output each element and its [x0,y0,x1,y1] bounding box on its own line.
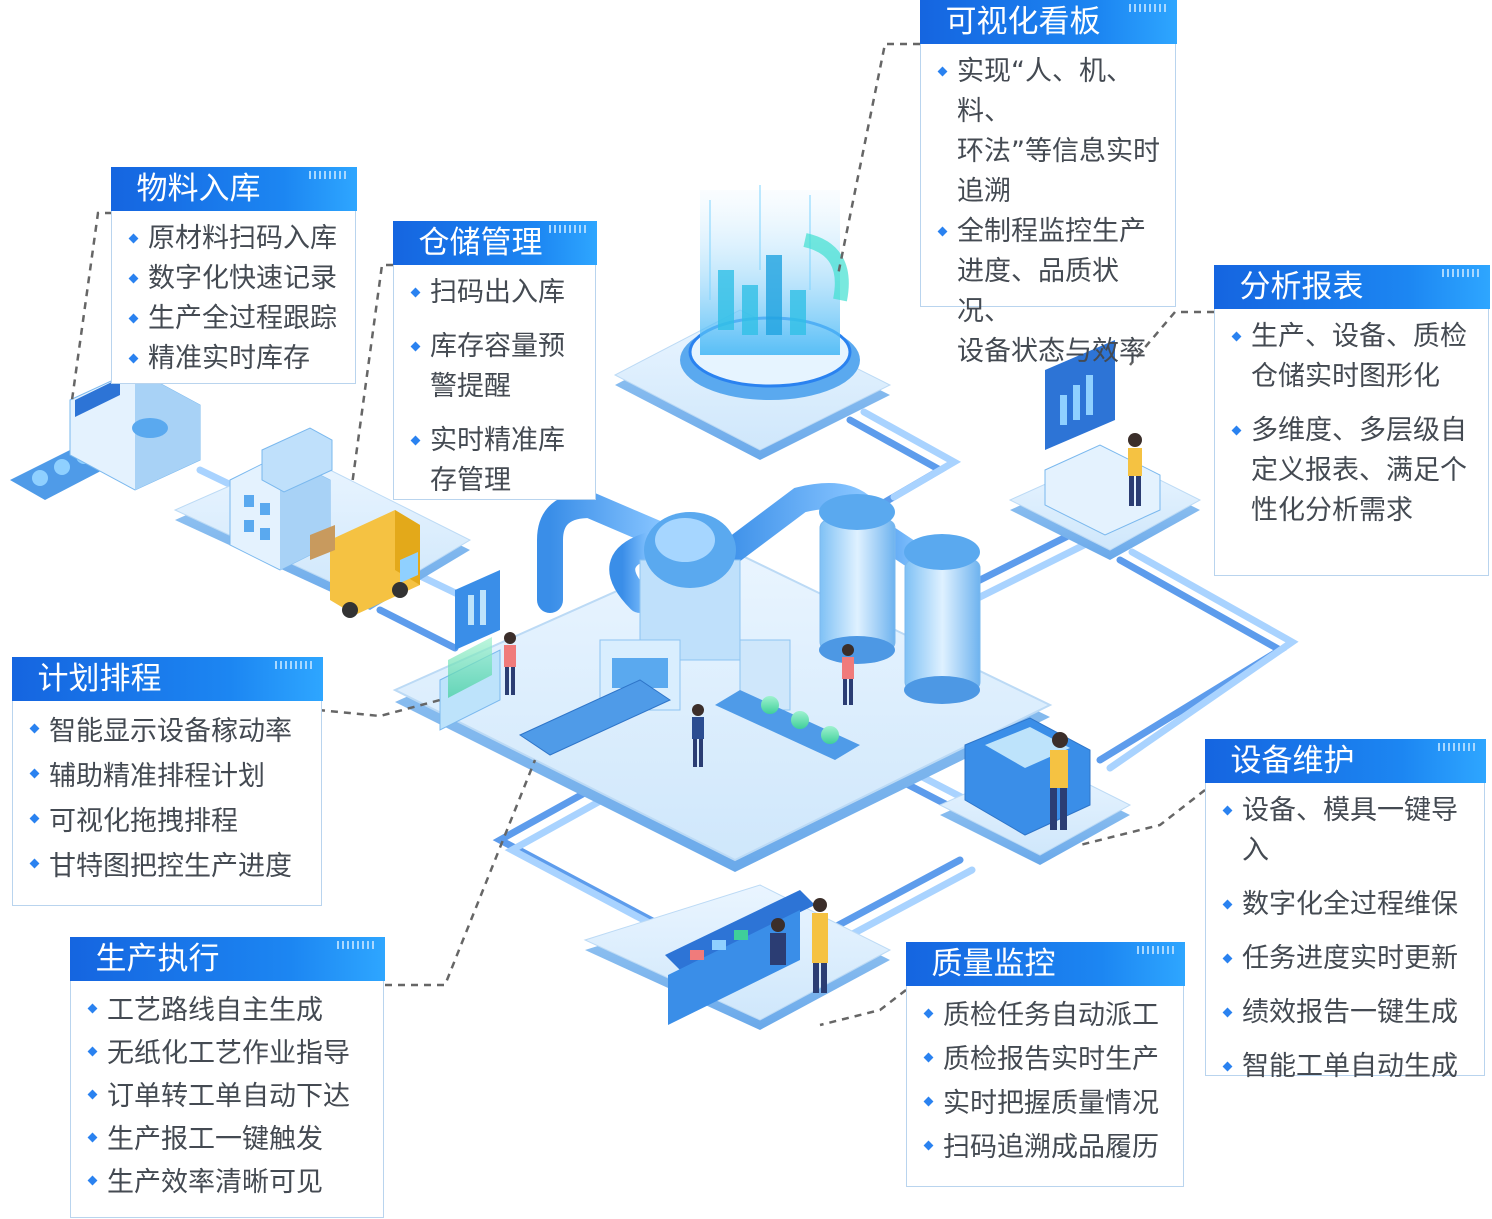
card-item: 实时精准库 存管理 [406,421,585,501]
card-item: 原材料扫码入库 [124,219,345,259]
maintenance-station [938,717,1132,865]
card-item: 数字化快速记录 [124,259,345,299]
card-title: 生产执行 [95,940,220,977]
tanks [819,494,981,704]
header-stripes [274,660,315,669]
card-item: 精准实时库存 [124,339,345,379]
card-item: 数字化全过程维保 [1218,885,1474,925]
card-title: 质量监控 [931,945,1056,982]
card-item: 智能显示设备稼动率 [25,709,311,754]
card-keshihua: 可视化看板 实现“人、机、料、 环法”等信息实时 追溯 全制程监控生产 进度、品… [919,0,1177,367]
card-item: 全制程监控生产 进度、品质状况、 设备状态与效率 [933,212,1165,372]
card-title: 计划排程 [37,660,162,697]
card-item: 智能工单自动生成 [1218,1047,1474,1087]
card-item: 生产全过程跟踪 [124,299,345,339]
conveyors [518,679,860,760]
planning-terminal [439,570,501,731]
header-stripes [1441,268,1482,277]
card-item: 质检报告实时生产 [919,1038,1173,1082]
card-item: 库存容量预 警提醒 [406,327,585,407]
card-item: 扫码出入库 [406,273,585,313]
card-item: 工艺路线自主生成 [83,989,373,1032]
card-item: 实时把握质量情况 [919,1082,1173,1126]
material-scanner-machine [10,369,201,500]
card-item: 可视化拖拽排程 [25,799,311,844]
card-zhiliang: 质量监控 质检任务自动派工 质检报告实时生产 实时把握质量情况 扫码追溯成品履历 [905,941,1185,1187]
card-item: 生产效率清晰可见 [83,1161,373,1204]
holographic-dashboard [613,185,892,460]
card-title: 仓储管理 [418,224,543,261]
delivery-truck [310,510,420,618]
header-stripes [1136,945,1177,954]
quality-console [583,884,892,1030]
card-item: 质检任务自动派工 [919,994,1173,1038]
card-cangchu: 仓储管理 扫码出入库 库存容量预 警提醒 实时精准库 存管理 [392,220,597,501]
card-item: 辅助精准排程计划 [25,754,311,799]
card-shengchan: 生产执行 工艺路线自主生成 无纸化工艺作业指导 订单转工单自动下达 生产报工一键… [69,936,385,1218]
header-stripes [548,224,589,233]
card-fenxi: 分析报表 生产、设备、质检 仓储实时图形化 多维度、多层级自 定义报表、满足个 … [1213,264,1490,576]
card-jihua: 计划排程 智能显示设备稼动率 辅助精准排程计划 可视化拖拽排程 甘特图把控生产进… [11,656,323,906]
card-title: 可视化看板 [945,3,1101,40]
card-item: 无纸化工艺作业指导 [83,1032,373,1075]
card-item: 多维度、多层级自 定义报表、满足个 性化分析需求 [1227,411,1478,531]
card-title: 设备维护 [1230,742,1355,779]
card-shebei: 设备维护 设备、模具一键导 入 数字化全过程维保 任务进度实时更新 绩效报告一键… [1204,738,1486,1082]
card-item: 生产、设备、质检 仓储实时图形化 [1227,317,1478,397]
header-stripes [308,170,349,179]
header-stripes [1437,742,1478,751]
card-item: 设备、模具一键导 入 [1218,791,1474,871]
card-item: 任务进度实时更新 [1218,939,1474,979]
card-item: 实现“人、机、料、 环法”等信息实时 追溯 [933,52,1165,212]
card-item: 生产报工一键触发 [83,1118,373,1161]
card-item: 绩效报告一键生成 [1218,993,1474,1033]
card-item: 扫码追溯成品履历 [919,1126,1173,1170]
card-title: 物料入库 [136,170,261,207]
card-wuliao: 物料入库 原材料扫码入库 数字化快速记录 生产全过程跟踪 精准实时库存 [110,166,357,384]
card-item: 甘特图把控生产进度 [25,844,311,889]
workers-on-platform [504,632,854,767]
card-title: 分析报表 [1239,268,1364,305]
header-stripes [336,940,377,949]
header-stripes [1128,3,1169,12]
callout-connectors [70,42,1214,1027]
card-item: 订单转工单自动下达 [83,1075,373,1118]
